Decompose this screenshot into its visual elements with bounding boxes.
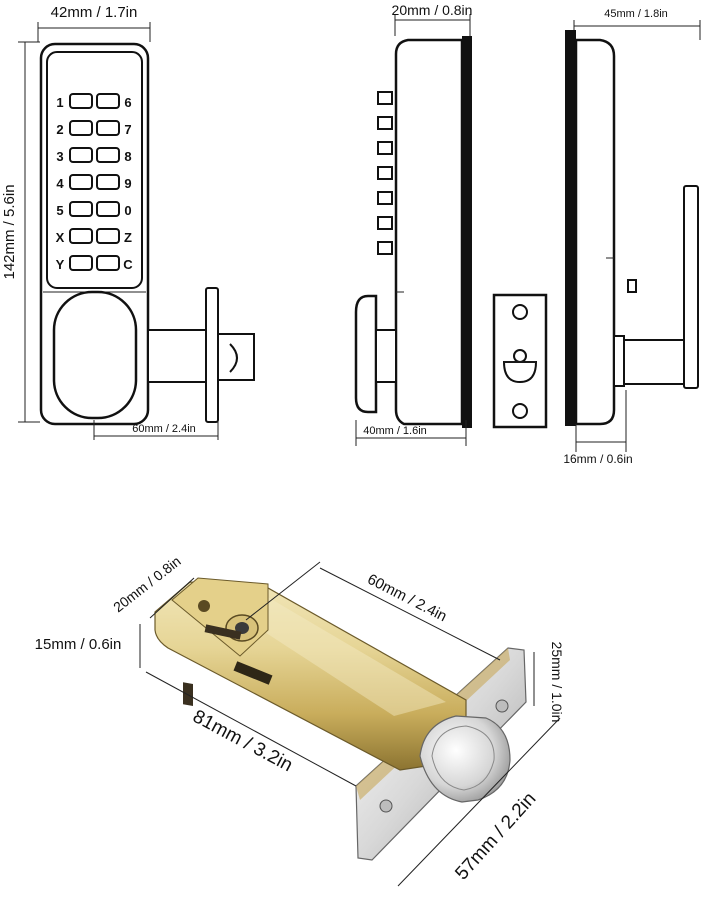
front-spindle	[147, 329, 209, 383]
latch-l81-label: 81mm / 3.2in	[189, 706, 296, 776]
keypad-button[interactable]	[69, 174, 93, 190]
side-neck	[375, 329, 397, 383]
keypad-label: 8	[124, 149, 131, 164]
side-view: 20mm / 0.8in 40mm / 1.6in	[354, 2, 473, 446]
keypad-button[interactable]	[96, 201, 120, 217]
side-gasket	[462, 36, 472, 428]
keypad-row: 1 6	[56, 93, 132, 110]
back-bottom-label: 16mm / 0.6in	[563, 452, 632, 466]
back-view: 45mm / 1.8in 16mm / 0.6in	[563, 8, 701, 466]
latch-l81-dim-line	[145, 671, 357, 787]
keypad-button[interactable]	[69, 228, 93, 244]
keypad-button[interactable]	[69, 120, 93, 136]
latch-slot	[233, 661, 273, 685]
side-bottom-label: 40mm / 1.6in	[363, 425, 427, 437]
keypad-label: 3	[56, 149, 63, 164]
side-button	[377, 241, 393, 255]
keypad-button[interactable]	[69, 147, 93, 163]
latch-l60-dim-line	[319, 567, 501, 661]
keypad-row: 2 7	[56, 120, 132, 137]
keypad-row: 4 9	[56, 174, 132, 191]
keypad-row: X Z	[56, 228, 132, 245]
keypad-label: 7	[124, 122, 131, 137]
front-spindle-label: 60mm / 2.4in	[132, 423, 196, 435]
keypad-row: 3 8	[56, 147, 132, 164]
back-spindle	[623, 339, 687, 385]
side-button	[377, 191, 393, 205]
latch-tab-hole	[198, 600, 210, 612]
back-gasket	[565, 30, 576, 426]
keypad-label: 4	[56, 176, 64, 191]
side-buttons	[377, 91, 393, 255]
strike-screw-hole	[512, 304, 528, 320]
latch-screw-hole	[379, 799, 393, 813]
front-height-label: 142mm / 5.6in	[1, 184, 18, 279]
keypad-label: 6	[124, 95, 131, 110]
keypad-button[interactable]	[96, 174, 120, 190]
keypad-button[interactable]	[96, 147, 120, 163]
keypad-button[interactable]	[69, 255, 93, 271]
latch-h25-label: 25mm / 1.0in	[549, 642, 565, 723]
back-top-label: 45mm / 1.8in	[604, 8, 668, 20]
back-lock-body	[574, 38, 616, 426]
front-view: 42mm / 1.7in 142mm / 5.6in 1 6 2 7	[1, 4, 255, 440]
side-button	[377, 141, 393, 155]
latch-3d: 20mm / 0.8in 60mm / 2.4in 15mm / 0.6in 8…	[35, 553, 565, 887]
keypad-label: X	[56, 230, 65, 245]
keypad-label: 5	[56, 203, 63, 218]
strike-latch-hole	[502, 361, 538, 384]
latch-slot	[183, 682, 193, 707]
keypad-label: 0	[124, 203, 131, 218]
back-plate	[683, 185, 699, 389]
strike-screw-hole	[512, 403, 528, 419]
keypad-label: 1	[56, 95, 63, 110]
keypad-row: Y C	[56, 255, 133, 272]
latch-l57-dim-line	[397, 717, 561, 887]
back-tab	[627, 279, 637, 293]
keypad-row: 5 0	[56, 201, 132, 218]
keypad-label: 9	[124, 176, 131, 191]
keypad-button[interactable]	[69, 93, 93, 109]
side-button	[377, 116, 393, 130]
latch-w20-dim-line	[149, 577, 195, 619]
keypad-label: 2	[56, 122, 63, 137]
latch-l57-label: 57mm / 2.2in	[451, 788, 540, 884]
front-keypad-panel	[46, 51, 143, 289]
front-knob[interactable]	[52, 290, 138, 420]
keypad-label: Y	[56, 257, 65, 272]
back-collar	[613, 335, 625, 387]
keypad-button[interactable]	[96, 120, 120, 136]
keypad: 1 6 2 7 3 8 4 9	[56, 93, 133, 272]
side-knob[interactable]	[354, 294, 378, 414]
keypad-button[interactable]	[96, 255, 120, 271]
keypad-button[interactable]	[96, 228, 120, 244]
keypad-label: Z	[124, 230, 132, 245]
keypad-button[interactable]	[69, 201, 93, 217]
front-width-label: 42mm / 1.7in	[51, 4, 138, 21]
keypad-button[interactable]	[96, 93, 120, 109]
latch-h15-label: 15mm / 0.6in	[35, 636, 122, 653]
front-latch-plate	[205, 287, 219, 423]
latch-screw-hole	[495, 699, 509, 713]
side-lock-body	[394, 38, 464, 426]
keypad-label: C	[123, 257, 133, 272]
latch-slot	[204, 624, 242, 640]
latch-l60-label: 60mm / 2.4in	[365, 571, 450, 626]
side-top-label: 20mm / 0.8in	[392, 2, 473, 18]
side-button	[377, 91, 393, 105]
side-button	[377, 166, 393, 180]
strike-plate	[492, 293, 548, 429]
side-button	[377, 216, 393, 230]
